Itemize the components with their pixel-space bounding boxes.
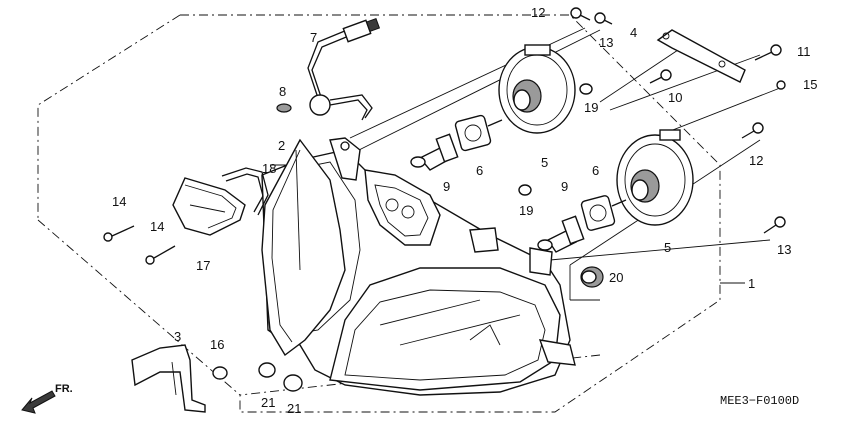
callout-13-top: 13 bbox=[599, 35, 613, 50]
callout-12-top: 12 bbox=[531, 5, 545, 20]
callout-9-lower: 9 bbox=[561, 179, 568, 194]
bulb-upper bbox=[410, 133, 459, 171]
callout-19-upper: 19 bbox=[584, 100, 598, 115]
callout-labels: 1 2 3 4 5 5 6 6 7 8 9 9 10 11 12 12 13 1… bbox=[112, 5, 817, 416]
front-direction-label: FR. bbox=[55, 383, 73, 395]
collar-16 bbox=[212, 366, 228, 380]
screw-12-right bbox=[741, 122, 764, 139]
callout-17: 17 bbox=[196, 258, 210, 273]
grommet-19-upper bbox=[579, 83, 593, 95]
nut-15 bbox=[776, 80, 786, 90]
sub-harness bbox=[276, 17, 381, 121]
screw-13-right bbox=[763, 216, 786, 234]
callout-16: 16 bbox=[210, 337, 224, 352]
screw-12-top bbox=[570, 7, 591, 21]
callout-21-right: 21 bbox=[287, 401, 301, 416]
callout-2: 2 bbox=[278, 138, 285, 153]
callout-5-lower: 5 bbox=[664, 240, 671, 255]
callout-10: 10 bbox=[668, 90, 682, 105]
stay-bracket bbox=[656, 29, 746, 83]
bolt-10 bbox=[649, 69, 672, 84]
callout-14-lower: 14 bbox=[150, 219, 164, 234]
grommet-19-lower bbox=[518, 184, 532, 196]
callout-6-lower: 6 bbox=[592, 163, 599, 178]
callout-4: 4 bbox=[630, 25, 637, 40]
position-light bbox=[172, 177, 246, 236]
front-arrow-icon: FR. bbox=[21, 383, 73, 414]
callout-18: 18 bbox=[262, 161, 276, 176]
callout-9-upper: 9 bbox=[443, 179, 450, 194]
screw-13-top bbox=[594, 12, 613, 25]
callout-3: 3 bbox=[174, 329, 181, 344]
callout-7: 7 bbox=[310, 30, 317, 45]
callout-19-lower: 19 bbox=[519, 203, 533, 218]
callout-6-upper: 6 bbox=[476, 163, 483, 178]
lens-cover bbox=[261, 138, 346, 357]
screw-14-left bbox=[103, 225, 135, 242]
screw-14-lower bbox=[145, 245, 176, 265]
bolt-11 bbox=[754, 44, 782, 61]
cushion-20 bbox=[580, 266, 604, 288]
bulb-lower bbox=[537, 215, 585, 253]
collar-21-right bbox=[283, 374, 303, 392]
callout-13-right: 13 bbox=[777, 242, 791, 257]
callout-20: 20 bbox=[609, 270, 623, 285]
seal-strip bbox=[221, 167, 269, 216]
socket-cover-upper bbox=[498, 44, 576, 134]
diagram-code: MEE3−F0100D bbox=[720, 394, 799, 408]
headlight-housing bbox=[261, 137, 576, 396]
collar-21-left bbox=[258, 362, 276, 378]
callout-1: 1 bbox=[748, 276, 755, 291]
callout-8: 8 bbox=[279, 84, 286, 99]
callout-21-left: 21 bbox=[261, 395, 275, 410]
bulb-socket-upper bbox=[454, 114, 503, 152]
callout-15: 15 bbox=[803, 77, 817, 92]
callout-11: 11 bbox=[797, 44, 811, 59]
lower-bracket bbox=[131, 344, 206, 413]
socket-cover-lower bbox=[616, 129, 694, 226]
bulb-socket-lower bbox=[580, 195, 627, 231]
screws bbox=[103, 7, 786, 392]
callout-14-left: 14 bbox=[112, 194, 126, 209]
callout-5-upper: 5 bbox=[541, 155, 548, 170]
callout-12-right: 12 bbox=[749, 153, 763, 168]
